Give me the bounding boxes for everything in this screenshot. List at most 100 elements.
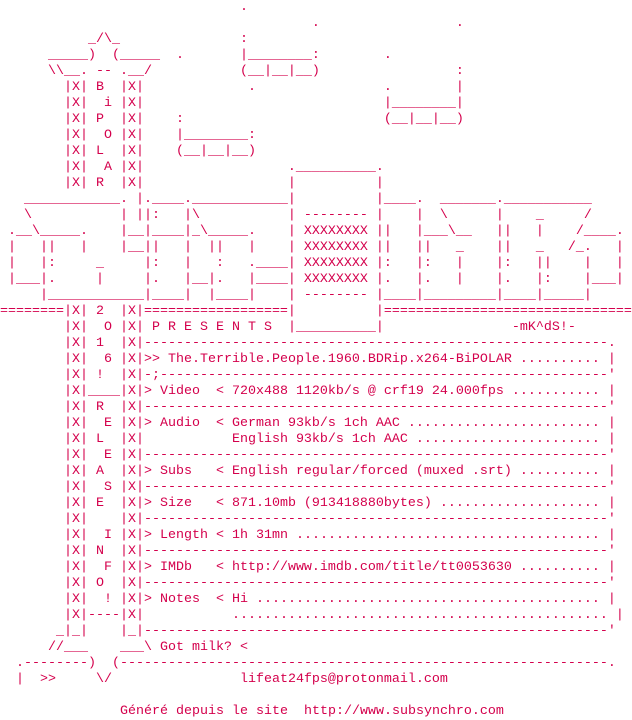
notes-value: Hi [231, 592, 248, 607]
logo-line: _____) (_____ . |________: . [0, 48, 392, 63]
logo-line: |X| L |X| (__|__|__) [0, 144, 256, 159]
side-art: |X| L |X| [0, 432, 144, 447]
logo-line: _/\_ : [0, 32, 248, 47]
spacer [384, 320, 512, 335]
generated-label: Généré depuis le site [120, 704, 304, 719]
footer-border: .--------) (----------------------------… [0, 656, 632, 672]
size-value: 871.10mb (913418880bytes) [231, 496, 432, 511]
logo-line: |X| R |X| | | [0, 176, 384, 191]
logo-line: | |: _ |: | : .____| XXXXXXXX |: |: | |:… [0, 256, 624, 271]
logo-line: |___|. | |. |__|. |____| XXXXXXXX |. |. … [0, 272, 624, 287]
info-top-border: |X| 1 |X|-------------------------------… [0, 336, 632, 352]
audio-row: |X| E |X|> Audio < German 93kb/s 1ch AAC… [0, 416, 632, 432]
logo-line: |X| O |X| |________: [0, 128, 256, 143]
audio-row-2: |X| L |X| English 93kb/s 1ch AAC .......… [0, 432, 632, 448]
logo-line: | || | |__|| | || | | XXXXXXXX || || _ |… [0, 240, 624, 255]
imdb-label: > IMDb < [143, 560, 232, 575]
side-art: |X| E |X| [0, 416, 144, 431]
notes-row: |X| ! |X|> Notes < Hi ..................… [0, 592, 632, 608]
side-art: |X| |X| [0, 512, 144, 527]
side-art: |X| E |X| [0, 448, 144, 463]
side-art: | >> \/ [0, 672, 240, 687]
email-link[interactable]: lifeat24fps@protonmail.com [239, 672, 448, 687]
separator: ----------------------------------------… [143, 544, 616, 559]
audio-value-2: English 93kb/s 1ch AAC [231, 432, 408, 447]
presents-text: P R E S E N T S [151, 320, 272, 335]
release-name: The.Terrible.People.1960.BDRip.x264-BiPO… [167, 352, 512, 367]
separator: ----------------------------------------… [143, 624, 616, 639]
separator: ----------------------------------------… [143, 512, 616, 527]
separator-row: _|_| |_|--------------------------------… [0, 624, 632, 640]
subs-row: |X| A |X|> Subs < English regular/forced… [0, 464, 632, 480]
side-art: |X| 6 |X| [0, 352, 144, 367]
imdb-row: |X| F |X|> IMDb < http://www.imdb.com/ti… [0, 560, 632, 576]
side-art: |X| R |X| [0, 400, 144, 415]
logo-separator-line: ========|X| 2 |X|==================| |==… [0, 304, 632, 319]
got-milk-text: Got milk? < [159, 640, 248, 655]
separator-row: |X| E |X|-------------------------------… [0, 448, 632, 464]
separator: ----------------------------------------… [143, 400, 616, 415]
separator-row: |X| N |X|-------------------------------… [0, 544, 632, 560]
notes-label: > Notes < [143, 592, 232, 607]
separator-row: |X| |X|---------------------------------… [0, 512, 632, 528]
side-art: |X| O |X| [0, 576, 144, 591]
separator: ----------------------------------------… [143, 576, 616, 591]
side-art: .--------) ( [0, 656, 120, 671]
imdb-link[interactable]: http://www.imdb.com/title/tt0053630 [231, 560, 512, 575]
logo-line: \ | ||: |\ | -------- | | \ | _ / [0, 208, 592, 223]
side-art: |X| ! |X| [0, 368, 144, 383]
dot-leader: ........................ | [399, 416, 616, 431]
video-label: > Video < [143, 384, 232, 399]
side-art: |X| I |X| [0, 528, 144, 543]
audio-value: German 93kb/s 1ch AAC [231, 416, 400, 431]
logo-line: ____________. |.____.____________| |____… [0, 192, 592, 207]
dot-leader: ........................................… [247, 592, 616, 607]
logo-line: |X| i |X| |________| [0, 96, 464, 111]
separator: ----------------------------------------… [143, 480, 616, 495]
logo-line: \\__. -- .__/ (__|__|__) : [0, 64, 464, 79]
dot-leader: ....................... | [407, 432, 616, 447]
separator-row: |X| ! |X|-;-----------------------------… [0, 368, 632, 384]
release-row: |X| 6 |X|>> The.Terrible.People.1960.BDR… [0, 352, 632, 368]
side-art: //___ ___\ [0, 640, 160, 655]
length-value: 1h 31mn [231, 528, 288, 543]
logo-line: .__\_____. |__|____|_\_____. | XXXXXXXX … [0, 224, 624, 239]
subs-label: > Subs < [143, 464, 232, 479]
blank-line [0, 688, 632, 704]
logo-line: . . [0, 16, 464, 31]
logo-line: . [0, 0, 248, 15]
side-art: |X|____|X| [0, 384, 144, 399]
dot-leader: ...................................... | [287, 528, 616, 543]
dot-leader: .......... | [511, 560, 616, 575]
spacer [144, 432, 232, 447]
separator-row: |X| S |X|-------------------------------… [0, 480, 632, 496]
length-row: |X| I |X|> Length < 1h 31mn ............… [0, 528, 632, 544]
side-art: |X| ! |X| [0, 592, 144, 607]
side-art: _|_| |_| [0, 624, 144, 639]
milk-row: //___ ___\ Got milk? < [0, 640, 632, 656]
dot-leader: .......... | [511, 352, 616, 367]
notes-row-2: |X|----|X| .............................… [0, 608, 632, 624]
separator-row: |X| R |X|-------------------------------… [0, 400, 632, 416]
site-link[interactable]: http://www.subsynchro.com [303, 704, 504, 719]
separator: ----------------------------------------… [143, 448, 616, 463]
side-art: |X| 1 |X| [0, 336, 144, 351]
contact-row: | >> \/ lifeat24fps@protonmail.com [0, 672, 632, 688]
side-art: |X| F |X| [0, 560, 144, 575]
logo-box-bottom: |__________| [271, 320, 384, 335]
spacer [144, 608, 232, 623]
side-art: |X| S |X| [0, 480, 144, 495]
separator: -;--------------------------------------… [143, 368, 616, 383]
logo-line: |X| A |X| .__________. [0, 160, 384, 175]
border: ----------------------------------------… [143, 336, 616, 351]
dot-leader: ........................................… [231, 608, 624, 623]
presents-line: |X| O |X| P R E S E N T S |__________| -… [0, 320, 632, 336]
logo-line: |____________|____| |____| | -------- |_… [0, 288, 592, 303]
dot-leader: ........... | [503, 384, 616, 399]
side-art: |X| A |X| [0, 464, 144, 479]
side-art: |X|----|X| [0, 608, 144, 623]
dot-leader: .......... | [511, 464, 616, 479]
border: ----------------------------------------… [119, 656, 616, 671]
side-art: |X| N |X| [0, 544, 144, 559]
